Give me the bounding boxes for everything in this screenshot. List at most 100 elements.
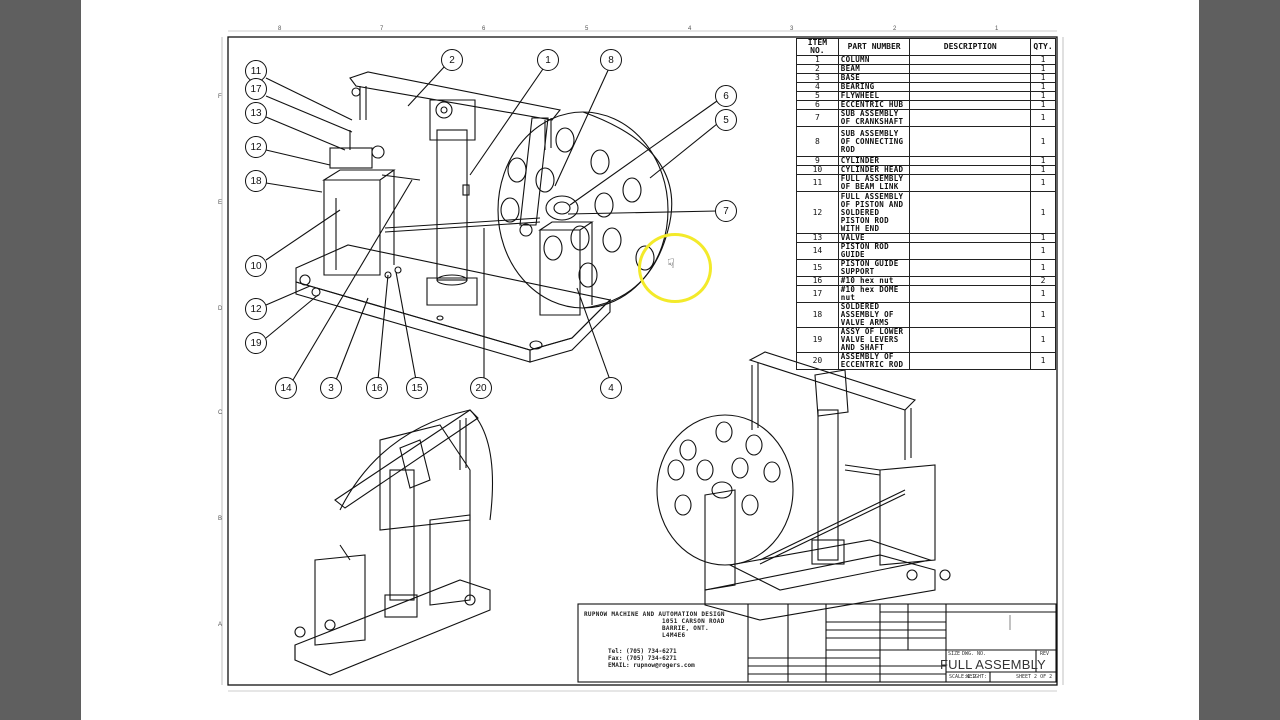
balloon-callout: 14: [275, 377, 297, 399]
company-email: EMAIL: rupnow@rogers.com: [608, 662, 695, 669]
bom-header-part: PART NUMBER: [837, 38, 911, 56]
weight-label: WEIGHT:: [966, 674, 988, 680]
zone-marker: 2: [893, 26, 897, 32]
bom-description: [909, 109, 1032, 127]
dwg-no-label: DWG. NO.: [962, 651, 987, 657]
bom-quantity: 1: [1030, 285, 1056, 303]
balloon-callout: 10: [245, 255, 267, 277]
bom-header-row: ITEM NO. PART NUMBER DESCRIPTION QTY.: [796, 38, 1056, 56]
bom-quantity: 1: [1030, 242, 1056, 260]
bom-part-number: PISTON ROD GUIDE: [837, 242, 911, 260]
company-address-block: RUPNOW MACHINE AND AUTOMATION DESIGN 105…: [584, 611, 734, 639]
bom-description: [909, 174, 1032, 192]
bom-description: [909, 82, 1032, 92]
bom-description: [909, 285, 1032, 303]
bom-part-number: SUB ASSEMBLY OF CONNECTING ROD: [837, 126, 911, 157]
rev-label: REV: [1040, 651, 1050, 657]
bom-description: [909, 91, 1032, 101]
zone-marker: F: [218, 94, 222, 100]
balloon-callout: 17: [245, 78, 267, 100]
balloon-callout: 2: [441, 49, 463, 71]
balloon-callout: 16: [366, 377, 388, 399]
zone-marker: 6: [482, 26, 486, 32]
balloon-callout: 15: [406, 377, 428, 399]
zone-marker: 1: [995, 26, 999, 32]
bom-item-number: 15: [796, 259, 839, 277]
bom-quantity: 1: [1030, 174, 1056, 192]
right-window-margin: [1199, 0, 1280, 720]
bom-header-item: ITEM NO.: [796, 38, 839, 56]
balloon-callout: 20: [470, 377, 492, 399]
bom-header-description: DESCRIPTION: [909, 38, 1032, 56]
bom-part-number: FULL ASSEMBLY OF PISTON AND SOLDERED PIS…: [837, 191, 911, 234]
bom-part-number: SOLDERED ASSEMBLY OF VALVE ARMS: [837, 302, 911, 328]
balloon-callout: 12: [245, 136, 267, 158]
sheet-label: SHEET 2 OF 2: [1016, 674, 1053, 680]
bom-description: [909, 55, 1032, 65]
bom-item-number: 6: [796, 100, 839, 110]
zone-marker: 4: [688, 26, 692, 32]
bom-part-number: ASSEMBLY OF ECCENTRIC ROD: [837, 352, 911, 370]
zone-marker: D: [218, 306, 223, 312]
balloon-callout: 4: [600, 377, 622, 399]
bom-item-number: 18: [796, 302, 839, 328]
bom-part-number: ASSY OF LOWER VALVE LEVERS AND SHAFT: [837, 327, 911, 353]
bom-quantity: 1: [1030, 191, 1056, 234]
company-name: RUPNOW MACHINE AND AUTOMATION DESIGN: [584, 611, 725, 618]
bom-part-number: #10 hex DOME nut: [837, 285, 911, 303]
balloon-callout: 18: [245, 170, 267, 192]
zone-marker: C: [218, 410, 223, 416]
zone-marker: 3: [790, 26, 794, 32]
bom-item-number: 19: [796, 327, 839, 353]
balloon-callout: 7: [715, 200, 737, 222]
hand-cursor-icon: ☟: [667, 257, 675, 272]
bom-quantity: 1: [1030, 100, 1056, 110]
bom-description: [909, 276, 1032, 286]
bom-part-number: SUB ASSEMBLY OF CRANKSHAFT: [837, 109, 911, 127]
cursor-highlight-ring: [638, 233, 712, 303]
bom-item-number: 17: [796, 285, 839, 303]
bom-description: [909, 242, 1032, 260]
bom-description: [909, 156, 1032, 166]
bom-item-number: 12: [796, 191, 839, 234]
balloon-callout: 5: [715, 109, 737, 131]
bom-description: [909, 165, 1032, 175]
bom-description: [909, 64, 1032, 74]
bom-item-number: 8: [796, 126, 839, 157]
bom-description: [909, 191, 1032, 234]
bom-description: [909, 352, 1032, 370]
bom-description: [909, 233, 1032, 243]
bom-header-qty: QTY.: [1030, 38, 1056, 56]
balloon-callout: 6: [715, 85, 737, 107]
bom-quantity: 1: [1030, 302, 1056, 328]
balloon-callout: 8: [600, 49, 622, 71]
zone-marker: E: [218, 200, 223, 206]
bom-item-number: 20: [796, 352, 839, 370]
bom-description: [909, 327, 1032, 353]
bom-quantity: 1: [1030, 126, 1056, 157]
scale-label: SCALE:1:2: [949, 674, 977, 680]
zone-marker: 8: [278, 26, 282, 32]
bom-part-number: PISTON GUIDE SUPPORT: [837, 259, 911, 277]
zone-marker: 7: [380, 26, 384, 32]
left-window-margin: [0, 0, 81, 720]
company-city: BARRIE, ONT.: [662, 625, 709, 632]
bom-item-number: 7: [796, 109, 839, 127]
bom-row: 17#10 hex DOME nut 1: [796, 285, 1056, 303]
bom-quantity: 1: [1030, 327, 1056, 353]
